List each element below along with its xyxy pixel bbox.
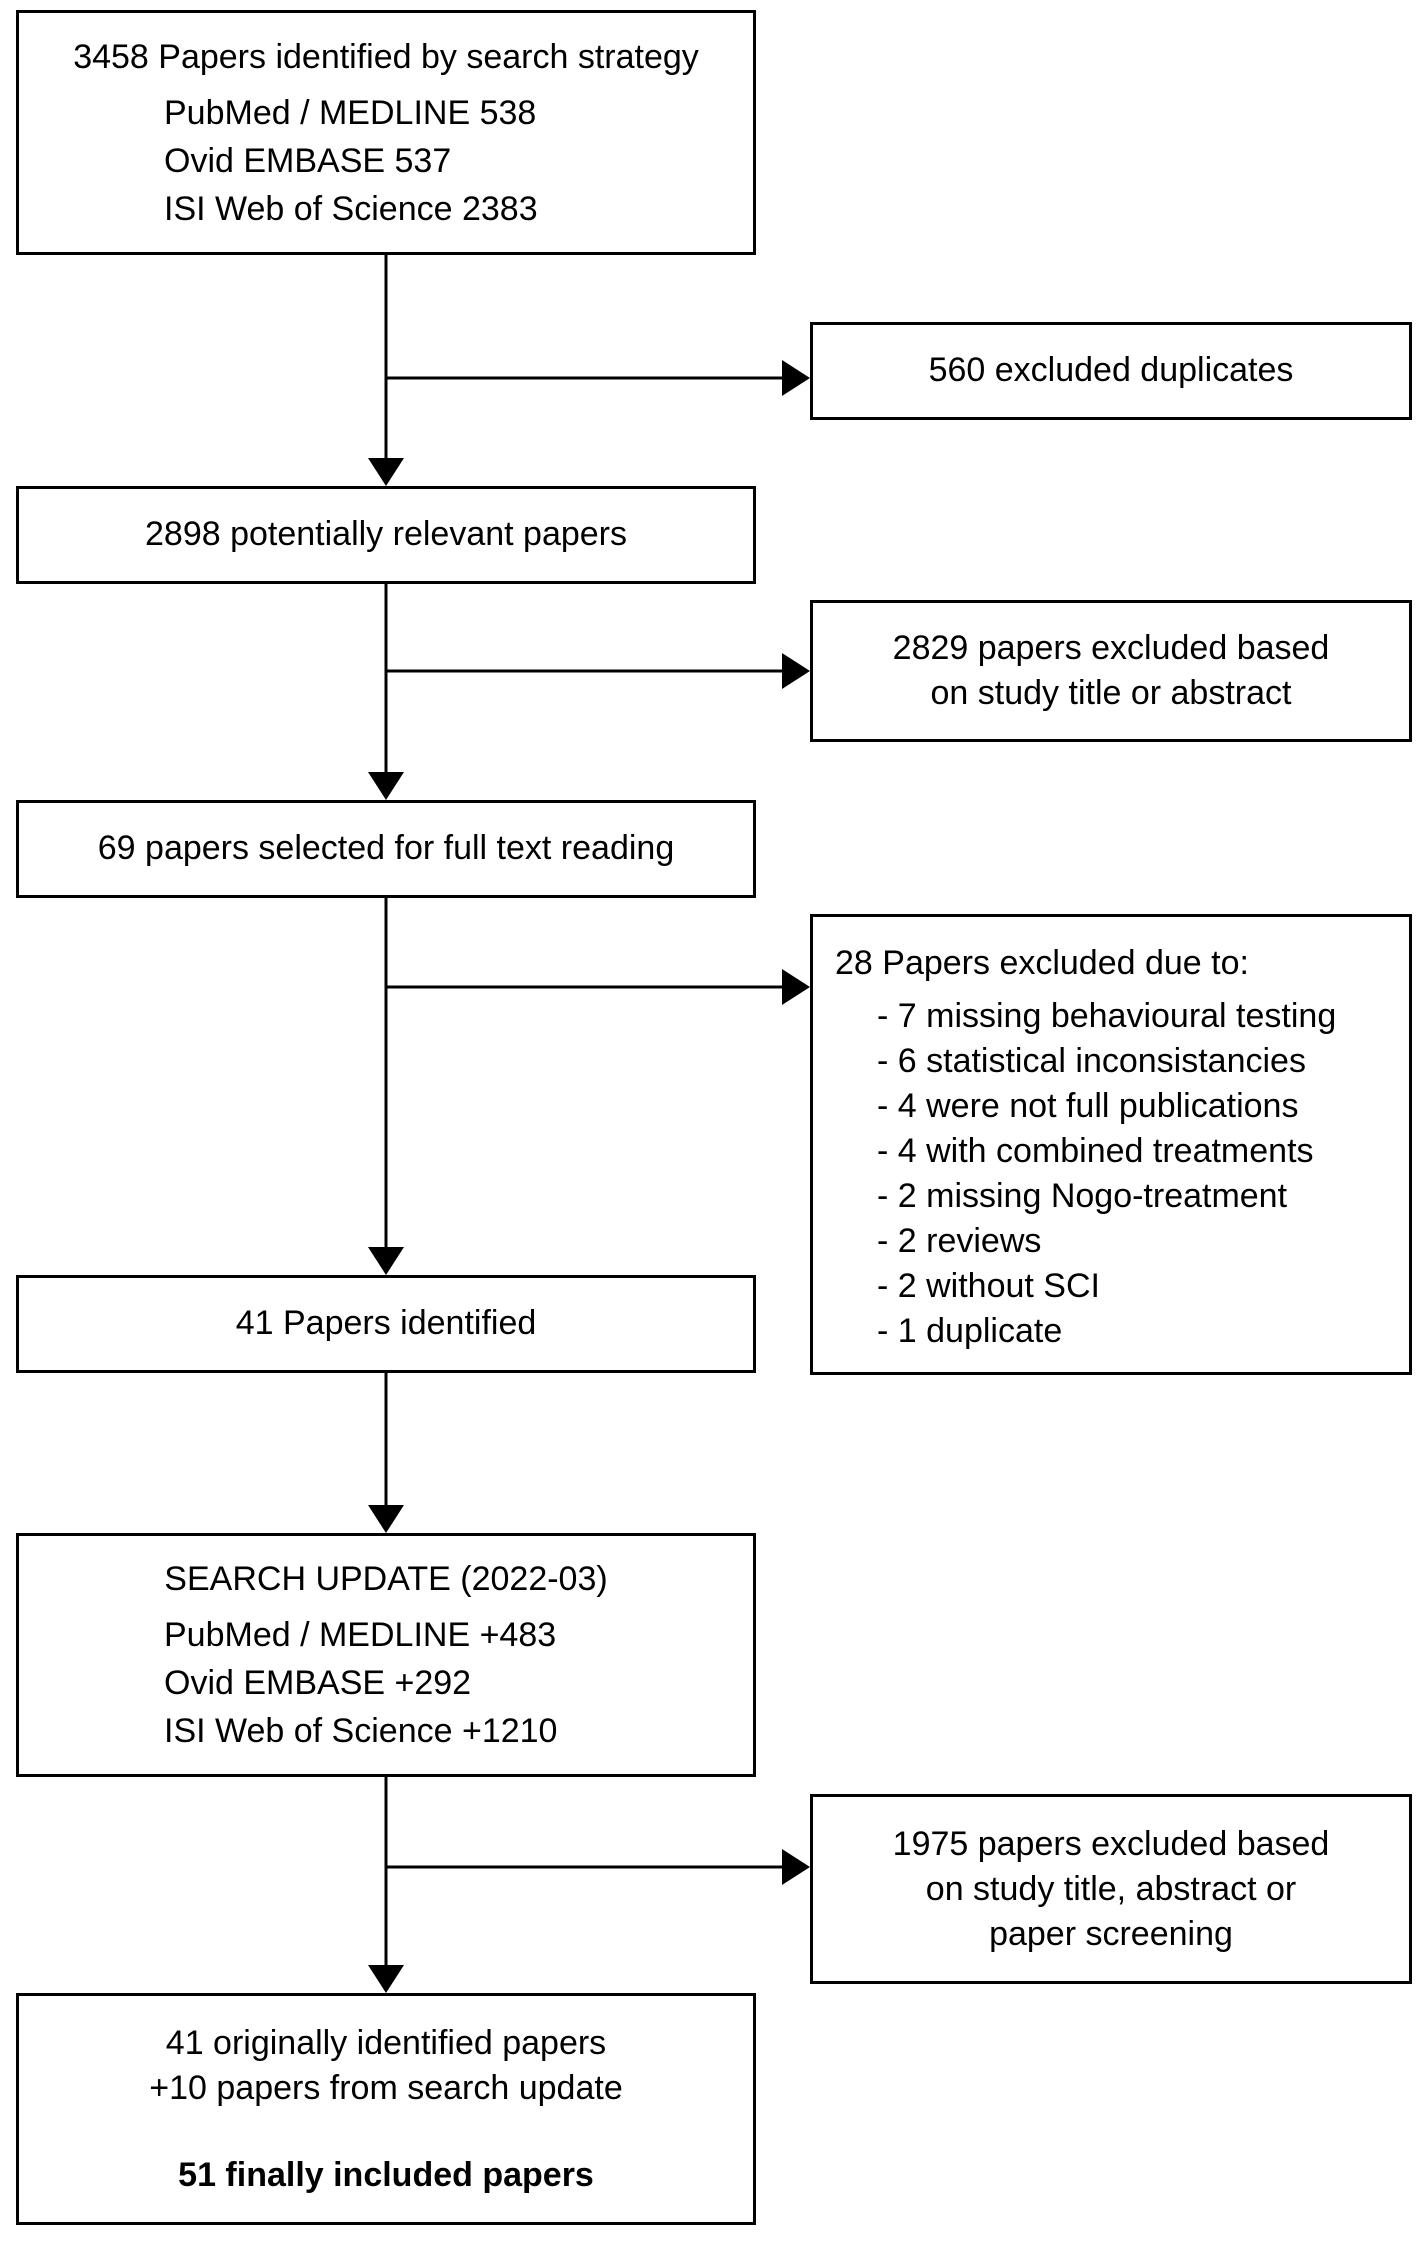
- box-excluded-full-text-title: 28 Papers excluded due to:: [835, 944, 1249, 982]
- reason-reviews: - 2 reviews: [877, 1222, 1042, 1260]
- update-source-isi: ISI Web of Science +1210: [164, 1712, 558, 1750]
- box-search-update: SEARCH UPDATE (2022-03) PubMed / MEDLINE…: [16, 1533, 756, 1777]
- box-excluded-title-abstract: 2829 papers excluded based on study titl…: [810, 600, 1412, 742]
- source-isi: ISI Web of Science 2383: [164, 189, 538, 228]
- arrow-to-excluded-1975-head: [782, 1849, 810, 1885]
- exclusion-reasons: - 7 missing behavioural testing - 6 stat…: [877, 994, 1391, 1354]
- box-final-line2: +10 papers from search update: [149, 2068, 623, 2107]
- box-potentially-relevant: 2898 potentially relevant papers: [16, 486, 756, 584]
- update-source-pubmed: PubMed / MEDLINE +483: [164, 1616, 557, 1654]
- arrow-identified-to-update-head: [368, 1505, 404, 1533]
- box-search-update-sources: PubMed / MEDLINE +483 Ovid EMBASE +292 I…: [164, 1611, 753, 1755]
- box-papers-identified-text: 41 Papers identified: [235, 1304, 537, 1343]
- box-excluded-update-line2: on study title, abstract or: [925, 1869, 1297, 1908]
- arrow-fulltext-to-identified-head: [368, 1247, 404, 1275]
- box-final-line1: 41 originally identified papers: [165, 2023, 607, 2062]
- arrow-strategy-to-relevant-head: [368, 458, 404, 486]
- box-final-total: 51 finally included papers: [178, 2155, 594, 2194]
- box-excluded-duplicates-text: 560 excluded duplicates: [928, 351, 1294, 390]
- update-source-embase: Ovid EMBASE +292: [164, 1664, 472, 1702]
- box-papers-identified: 41 Papers identified: [16, 1275, 756, 1373]
- box-full-text: 69 papers selected for full text reading: [16, 800, 756, 898]
- arrow-relevant-to-fulltext-head: [368, 772, 404, 800]
- source-pubmed: PubMed / MEDLINE 538: [164, 93, 537, 132]
- reason-statistical: - 6 statistical inconsistancies: [877, 1042, 1306, 1080]
- box-excluded-update: 1975 papers excluded based on study titl…: [810, 1794, 1412, 1984]
- box-search-update-title: SEARCH UPDATE (2022-03): [164, 1560, 608, 1598]
- source-embase: Ovid EMBASE 537: [164, 141, 452, 180]
- reason-behavioural: - 7 missing behavioural testing: [877, 997, 1337, 1035]
- reason-combined: - 4 with combined treatments: [877, 1132, 1314, 1170]
- box-full-text-text: 69 papers selected for full text reading: [97, 829, 675, 868]
- reason-not-full: - 4 were not full publications: [877, 1087, 1299, 1125]
- arrow-to-excluded-28-head: [782, 969, 810, 1005]
- reason-duplicate: - 1 duplicate: [877, 1312, 1063, 1350]
- reason-nogo: - 2 missing Nogo-treatment: [877, 1177, 1288, 1215]
- arrow-to-title-abstract-head: [782, 653, 810, 689]
- box-search-strategy-title: 3458 Papers identified by search strateg…: [73, 37, 699, 76]
- box-search-strategy: 3458 Papers identified by search strateg…: [16, 10, 756, 255]
- box-excluded-title-abstract-line1: 2829 papers excluded based: [892, 629, 1330, 667]
- box-excluded-title-abstract-line2: on study title or abstract: [930, 674, 1292, 712]
- arrow-to-duplicates-head: [782, 360, 810, 396]
- box-potentially-relevant-text: 2898 potentially relevant papers: [145, 515, 627, 554]
- box-excluded-update-line3: paper screening: [989, 1914, 1233, 1953]
- box-search-strategy-sources: PubMed / MEDLINE 538 Ovid EMBASE 537 ISI…: [164, 89, 753, 233]
- reason-sci: - 2 without SCI: [877, 1267, 1100, 1305]
- box-excluded-full-text: 28 Papers excluded due to: - 7 missing b…: [810, 914, 1412, 1375]
- box-excluded-update-line1: 1975 papers excluded based: [892, 1824, 1330, 1863]
- box-excluded-duplicates: 560 excluded duplicates: [810, 322, 1412, 420]
- arrow-update-to-final-head: [368, 1965, 404, 1993]
- box-final-included: 41 originally identified papers +10 pape…: [16, 1993, 756, 2225]
